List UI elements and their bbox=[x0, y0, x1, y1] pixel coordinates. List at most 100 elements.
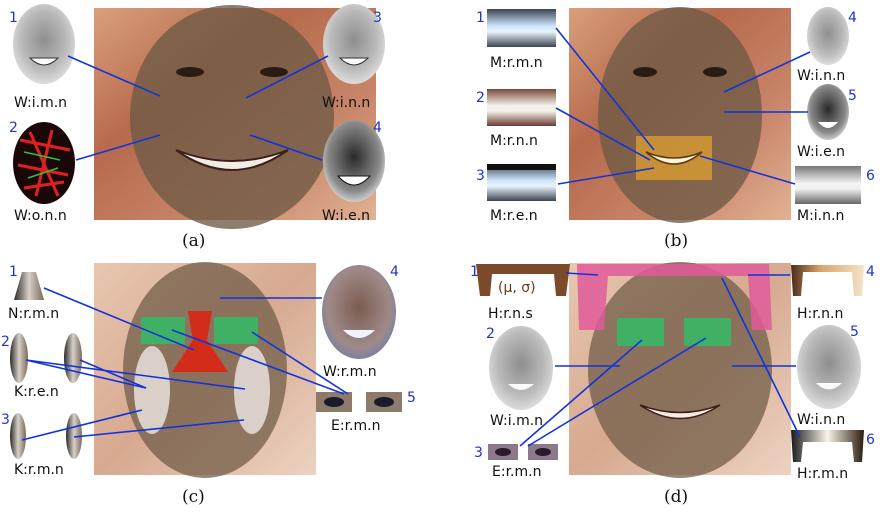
panel-a-label-2: W:o.n.n bbox=[14, 208, 67, 224]
panel-b-mouth-thumb-3 bbox=[487, 164, 556, 201]
panel-b-label-5: W:i.e.n bbox=[797, 144, 845, 160]
panel-a-label-4: W:i.e.n bbox=[322, 208, 370, 224]
panel-d-face-thumb-5 bbox=[797, 325, 861, 409]
panel-c-label-5: E:r.m.n bbox=[331, 418, 380, 434]
panel-d: 1 (μ, σ) H:r.n.s 2 W:i.m.n 3 E:r.m.n 4 H… bbox=[470, 262, 875, 507]
panel-d-link-6 bbox=[721, 277, 801, 438]
panel-b-face-thumb-5 bbox=[807, 84, 849, 140]
panel-d-num-3: 3 bbox=[474, 445, 483, 461]
panel-a-left-eye bbox=[176, 67, 204, 77]
panel-b-mouth bbox=[645, 151, 703, 165]
panel-d-caption: (d) bbox=[664, 487, 688, 507]
panel-b-mouth-thumb-3-lips bbox=[487, 164, 556, 170]
panel-d-face-mask bbox=[588, 262, 772, 478]
panel-d-num-2: 2 bbox=[486, 326, 495, 342]
panel-c-nose-region bbox=[172, 311, 228, 372]
panel-b-mouth-thumb-6 bbox=[795, 166, 861, 204]
panel-d-right-eye-region bbox=[684, 318, 731, 346]
panel-d-num-6: 6 bbox=[866, 432, 875, 448]
panel-b-num-5: 5 bbox=[848, 88, 857, 104]
panel-d-hair-region bbox=[577, 264, 772, 330]
panel-a-num-1: 1 bbox=[9, 10, 18, 26]
panel-d-label-6: H:r.m.n bbox=[797, 466, 848, 482]
panel-d-link-3b bbox=[527, 337, 707, 447]
panel-d-num-4: 4 bbox=[866, 264, 875, 280]
panel-b-label-6: M:i.n.n bbox=[797, 208, 844, 224]
panel-c-left-cheek-region bbox=[134, 346, 170, 434]
panel-b-caption: (b) bbox=[664, 231, 688, 251]
panel-a-face-thumb-1 bbox=[13, 4, 75, 84]
panel-b-num-3: 3 bbox=[476, 168, 485, 184]
panel-d-num-1: 1 bbox=[470, 264, 479, 280]
panel-c-num-1: 1 bbox=[9, 264, 18, 280]
panel-d-link-3a bbox=[519, 339, 643, 447]
panel-a-mouth bbox=[175, 149, 289, 171]
panel-b-link-1 bbox=[555, 27, 655, 151]
panel-b-left-eye bbox=[633, 67, 657, 77]
panel-a-face-thumb-2-texture bbox=[17, 129, 71, 197]
panel-b-face-mask bbox=[598, 7, 762, 223]
panel-d-label-2: W:i.m.n bbox=[490, 413, 543, 429]
panel-c-link-2b bbox=[25, 359, 246, 390]
panel-d-face-thumb-2-mouth bbox=[508, 384, 534, 390]
panel-a-label-1: W:i.m.n bbox=[14, 95, 67, 111]
panel-d-hair-thumb-1 bbox=[476, 264, 570, 296]
panel-c-label-3: K:r.m.n bbox=[14, 462, 64, 478]
panel-a-num-3: 3 bbox=[373, 10, 382, 26]
panel-c-right-eye-region bbox=[214, 317, 258, 344]
panel-b-link-3 bbox=[557, 167, 655, 185]
panel-c-label-4: W:r.m.n bbox=[323, 364, 377, 380]
panel-c-caption: (c) bbox=[182, 487, 205, 507]
panel-c-right-cheek-region bbox=[234, 346, 270, 434]
panel-b-num-6: 6 bbox=[866, 168, 875, 184]
panel-c-link-2a bbox=[25, 359, 147, 389]
panel-d-label-1: H:r.n.s bbox=[488, 306, 533, 322]
panel-c-eye-thumb-5a-iris bbox=[324, 397, 344, 407]
panel-c-num-3: 3 bbox=[1, 412, 10, 428]
panel-b-mouth-thumb-1 bbox=[487, 9, 556, 47]
panel-a-link-2 bbox=[75, 134, 161, 161]
panel-c-link-3a bbox=[21, 409, 143, 441]
panel-b-link-6 bbox=[699, 155, 796, 185]
panel-d-hair-thumb-4 bbox=[791, 265, 864, 296]
panel-b-label-2: M:r.n.n bbox=[490, 133, 538, 149]
panel-c-cheek-thumb-2b bbox=[64, 333, 82, 383]
panel-a-link-1 bbox=[67, 55, 161, 97]
panel-c-link-5a bbox=[171, 329, 345, 395]
panel-a-face-thumb-3 bbox=[323, 4, 385, 84]
panel-b-right-eye bbox=[703, 67, 727, 77]
panel-a-face-thumb-4-mouth bbox=[336, 175, 372, 186]
panel-c-num-2: 2 bbox=[1, 334, 10, 350]
panel-d-label-4: H:r.n.n bbox=[797, 306, 843, 322]
panel-b-label-1: M:r.m.n bbox=[490, 55, 543, 71]
panel-d-num-5: 5 bbox=[850, 324, 859, 340]
panel-a-caption: (a) bbox=[182, 231, 205, 251]
panel-a-num-4: 4 bbox=[373, 120, 382, 136]
panel-b-label-3: M:r.e.n bbox=[490, 208, 538, 224]
panel-a-face-thumb-4 bbox=[323, 120, 385, 202]
panel-d-face-thumb-2 bbox=[489, 326, 553, 410]
panel-b-num-1: 1 bbox=[476, 10, 485, 26]
panel-b-label-4: W:i.n.n bbox=[797, 68, 845, 84]
panel-b-face-thumb-5-mouth bbox=[818, 122, 838, 128]
panel-b-num-4: 4 bbox=[848, 10, 857, 26]
panel-d-link-1 bbox=[565, 272, 599, 276]
panel-a-face-thumb-2-texture-green bbox=[23, 151, 61, 179]
panel-d-label-5: W:i.n.n bbox=[797, 412, 845, 428]
panel-c-label-2: K:r.e.n bbox=[14, 384, 59, 400]
panel-d-mouth bbox=[639, 404, 721, 420]
panel-d-eye-thumb-3a-iris bbox=[495, 448, 511, 456]
panel-b: 1 M:r.m.n 2 M:r.n.n 3 M:r.e.n 4 W:i.n.n … bbox=[476, 7, 875, 251]
panel-c-link-1 bbox=[43, 287, 195, 351]
panel-a: 1 W:i.m.n 2 W:o.n.n 3 W:i.n.n 4 W:i.e.n … bbox=[9, 4, 385, 251]
panel-c-eye-thumb-5b-iris bbox=[374, 397, 394, 407]
panel-a-link-3 bbox=[245, 55, 329, 99]
panel-d-mu-sigma: (μ, σ) bbox=[498, 280, 536, 296]
panel-a-label-3: W:i.n.n bbox=[322, 95, 370, 111]
panel-c-num-4: 4 bbox=[390, 264, 399, 280]
panel-a-link-4 bbox=[249, 134, 323, 161]
panel-c-face-thumb-4-mouth bbox=[343, 330, 375, 338]
panel-a-right-eye bbox=[260, 67, 288, 77]
panel-c-face-thumb-4 bbox=[322, 265, 396, 359]
